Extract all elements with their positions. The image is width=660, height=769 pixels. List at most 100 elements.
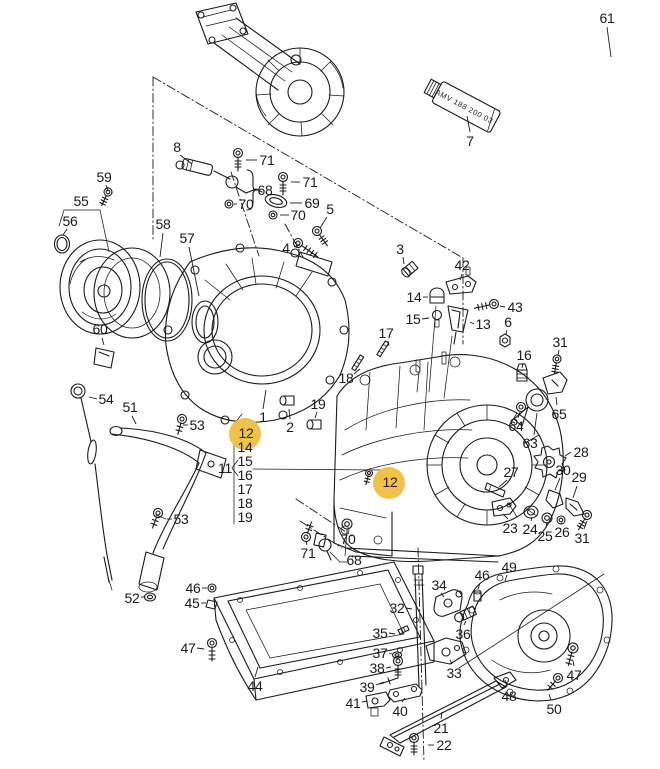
callout-21[interactable]: 21 — [434, 720, 450, 736]
callout-2[interactable]: 2 — [286, 419, 294, 435]
callout-31[interactable]: 31 — [553, 334, 569, 350]
callout-23[interactable]: 23 — [503, 520, 519, 536]
callout-19[interactable]: 19 — [238, 509, 254, 525]
callout-3[interactable]: 3 — [396, 241, 404, 257]
callout-7[interactable]: 7 — [466, 133, 474, 149]
callout-15[interactable]: 15 — [406, 311, 422, 327]
callout-45[interactable]: 45 — [185, 595, 201, 611]
callout-1[interactable]: 1 — [259, 409, 267, 425]
callout-53[interactable]: 53 — [190, 417, 206, 433]
stud-46 — [473, 589, 482, 602]
stud-17 — [376, 340, 390, 358]
callout-14[interactable]: 14 — [407, 289, 423, 305]
callout-36[interactable]: 36 — [456, 626, 472, 642]
callout-12[interactable]: 12 — [383, 474, 399, 490]
callout-13[interactable]: 13 — [476, 316, 492, 332]
callout-46[interactable]: 46 — [186, 580, 202, 596]
callout-56[interactable]: 56 — [63, 213, 79, 229]
leader-line — [545, 521, 548, 529]
callout-70[interactable]: 70 — [291, 207, 307, 223]
callout-69[interactable]: 69 — [305, 195, 321, 211]
callout-16[interactable]: 16 — [517, 347, 533, 363]
pin-39 — [379, 677, 399, 685]
frame-line — [152, 76, 464, 259]
callout-50[interactable]: 50 — [547, 701, 563, 717]
callout-24[interactable]: 24 — [523, 521, 539, 537]
callout-47[interactable]: 47 — [181, 640, 197, 656]
callout-41[interactable]: 41 — [346, 695, 362, 711]
callout-18[interactable]: 18 — [238, 495, 254, 511]
callout-19[interactable]: 19 — [311, 396, 327, 412]
callout-40[interactable]: 40 — [393, 703, 409, 719]
washer-icon — [556, 515, 566, 525]
leader-line — [606, 26, 612, 58]
callout-30[interactable]: 30 — [556, 462, 572, 478]
callout-17[interactable]: 17 — [238, 481, 254, 497]
selector-shaft — [412, 565, 427, 687]
bracket-55 — [58, 209, 110, 253]
pawl-30 — [545, 489, 564, 509]
callout-16[interactable]: 16 — [238, 467, 254, 483]
leader-line — [387, 340, 390, 347]
callout-71[interactable]: 71 — [260, 152, 276, 168]
callout-68[interactable]: 68 — [347, 552, 363, 568]
callout-43[interactable]: 43 — [508, 299, 524, 315]
callout-22[interactable]: 22 — [437, 737, 453, 753]
bushing-2 — [279, 395, 295, 406]
callout-49[interactable]: 49 — [502, 559, 518, 575]
callout-53[interactable]: 53 — [174, 511, 190, 527]
callout-65[interactable]: 65 — [552, 406, 568, 422]
leader-line — [440, 592, 445, 598]
callout-61[interactable]: 61 — [600, 10, 616, 26]
callout-47[interactable]: 47 — [567, 667, 583, 683]
callout-34[interactable]: 34 — [432, 577, 448, 593]
callout-14[interactable]: 14 — [238, 439, 254, 455]
callout-46[interactable]: 46 — [475, 567, 491, 583]
callout-44[interactable]: 44 — [248, 678, 264, 694]
callout-18[interactable]: 18 — [339, 370, 355, 386]
callout-70[interactable]: 70 — [239, 196, 255, 212]
callout-35[interactable]: 35 — [373, 625, 389, 641]
callout-71[interactable]: 71 — [301, 545, 317, 561]
callout-58[interactable]: 58 — [156, 216, 172, 232]
callout-54[interactable]: 54 — [99, 391, 115, 407]
callout-11[interactable]: 11 — [218, 460, 233, 476]
bolt-icon — [576, 509, 593, 531]
callout-64[interactable]: 64 — [509, 418, 525, 434]
callout-8[interactable]: 8 — [173, 139, 181, 155]
callout-17[interactable]: 17 — [379, 325, 395, 341]
bracket-42 — [445, 266, 477, 295]
callout-28[interactable]: 28 — [574, 444, 590, 460]
callout-39[interactable]: 39 — [360, 679, 376, 695]
callout-48[interactable]: 48 — [502, 688, 518, 704]
callout-31[interactable]: 31 — [575, 530, 591, 546]
callout-59[interactable]: 59 — [97, 169, 113, 185]
callout-68[interactable]: 68 — [258, 182, 274, 198]
callout-4[interactable]: 4 — [282, 240, 290, 256]
callout-38[interactable]: 38 — [370, 660, 386, 676]
callout-32[interactable]: 32 — [390, 600, 406, 616]
callout-5[interactable]: 5 — [326, 201, 334, 217]
callout-70[interactable]: 70 — [341, 531, 357, 547]
callout-60[interactable]: 60 — [93, 321, 109, 337]
callout-27[interactable]: 27 — [504, 464, 520, 480]
callout-42[interactable]: 42 — [455, 257, 471, 273]
leader-line — [572, 485, 578, 499]
callout-15[interactable]: 15 — [238, 453, 254, 469]
leader-line — [557, 349, 560, 356]
callout-51[interactable]: 51 — [123, 399, 139, 415]
callout-29[interactable]: 29 — [572, 469, 588, 485]
callout-33[interactable]: 33 — [447, 665, 463, 681]
callout-63[interactable]: 63 — [523, 435, 539, 451]
callout-12[interactable]: 12 — [239, 425, 255, 441]
callout-25[interactable]: 25 — [538, 528, 554, 544]
callout-37[interactable]: 37 — [373, 645, 389, 661]
callout-26[interactable]: 26 — [555, 524, 571, 540]
callout-71[interactable]: 71 — [303, 174, 319, 190]
sprocket-28 — [533, 445, 567, 479]
highlight-marker — [373, 467, 405, 499]
callout-55[interactable]: 55 — [74, 193, 90, 209]
callout-6[interactable]: 6 — [504, 314, 512, 330]
callout-52[interactable]: 52 — [125, 590, 141, 606]
callout-57[interactable]: 57 — [180, 230, 196, 246]
